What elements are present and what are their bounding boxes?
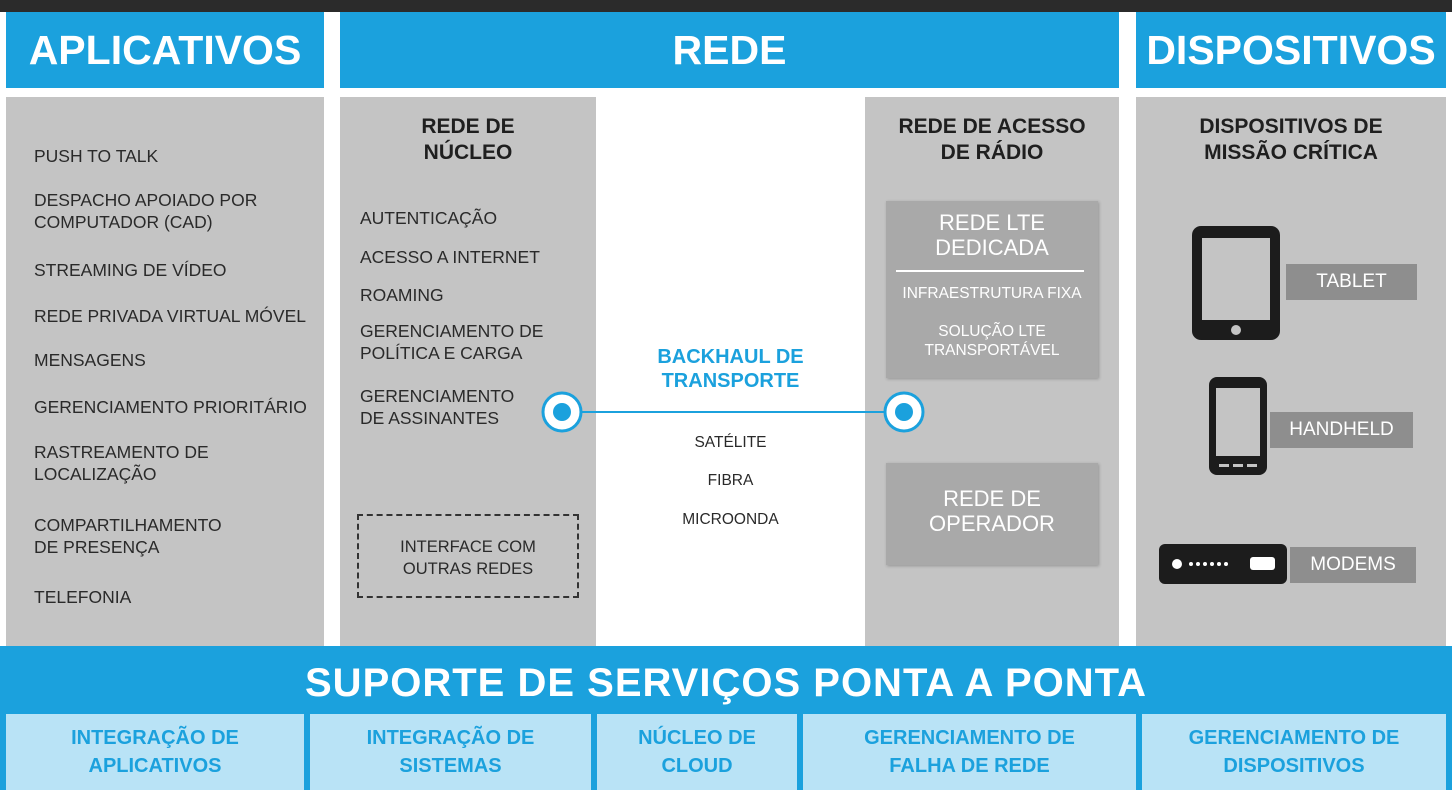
- nucleo-item: ROAMING: [360, 285, 444, 305]
- top-bar: [0, 0, 1452, 12]
- backhaul-node-right-dot: [895, 403, 913, 421]
- backhaul-item: FIBRA: [707, 472, 754, 489]
- lte-transp-label: SOLUÇÃO LTE TRANSPORTÁVEL: [924, 323, 1060, 359]
- nucleo-title: REDE DE NÚCLEO: [421, 115, 515, 164]
- footer-title: SUPORTE DE SERVIÇOS PONTA A PONTA: [305, 660, 1147, 705]
- footer-cell: GERENCIAMENTO DE DISPOSITIVOS: [1142, 714, 1446, 790]
- app-item: STREAMING DE VÍDEO: [34, 260, 227, 280]
- header-rede: REDE: [340, 12, 1119, 88]
- operador-label: REDE DE OPERADOR: [929, 486, 1055, 536]
- header-dispositivos: DISPOSITIVOS: [1136, 12, 1446, 88]
- backhaul-link: [541, 391, 925, 433]
- app-item: REDE PRIVADA VIRTUAL MÓVEL: [34, 306, 306, 326]
- header-aplicativos: APLICATIVOS: [6, 12, 324, 88]
- tablet-icon: [1192, 226, 1280, 340]
- operador-box: [886, 463, 1098, 565]
- nucleo-item: AUTENTICAÇÃO: [360, 208, 498, 228]
- interface-box: [357, 514, 579, 598]
- app-item: GERENCIAMENTO PRIORITÁRIO: [34, 397, 307, 417]
- nucleo-item: GERENCIAMENTO DE ASSINANTES: [360, 386, 515, 428]
- backhaul-node-left-dot: [553, 403, 571, 421]
- lte-dedicada-title: REDE LTE DEDICADA: [935, 210, 1049, 260]
- dispositivos-title: DISPOSITIVOS DE MISSÃO CRÍTICA: [1199, 115, 1383, 164]
- aplicativos-panel: [6, 97, 324, 646]
- acesso-title: REDE DE ACESSO DE RÁDIO: [898, 115, 1086, 164]
- lte-dedicada-box: [886, 201, 1098, 378]
- app-item: RASTREAMENTO DE LOCALIZAÇÃO: [34, 442, 209, 484]
- nucleo-item: ACESSO A INTERNET: [360, 247, 540, 267]
- app-item: PUSH TO TALK: [34, 146, 159, 166]
- interface-label: INTERFACE COM OUTRAS REDES: [400, 538, 536, 578]
- footer-cell: INTEGRAÇÃO DE APLICATIVOS: [6, 714, 304, 790]
- tablet-label: TABLET: [1286, 264, 1417, 300]
- footer-cell: NÚCLEO DE CLOUD: [597, 714, 797, 790]
- app-item: COMPARTILHAMENTO DE PRESENÇA: [34, 515, 222, 557]
- nucleo-panel: [340, 97, 596, 646]
- modem-icon: [1159, 544, 1287, 584]
- app-item: DESPACHO APOIADO POR COMPUTADOR (CAD): [34, 190, 258, 232]
- backhaul-item: MICROONDA: [682, 511, 779, 528]
- footer-cell: INTEGRAÇÃO DE SISTEMAS: [310, 714, 591, 790]
- nucleo-item: GERENCIAMENTO DE POLÍTICA E CARGA: [360, 321, 544, 363]
- app-item: TELEFONIA: [34, 587, 132, 607]
- lte-divider: [896, 270, 1084, 272]
- handheld-icon: [1209, 377, 1267, 475]
- backhaul-title: BACKHAUL DE TRANSPORTE: [657, 346, 804, 392]
- modems-label: MODEMS: [1290, 547, 1416, 583]
- lte-fixa-label: INFRAESTRUTURA FIXA: [902, 285, 1082, 302]
- backhaul-item: SATÉLITE: [694, 434, 767, 451]
- app-item: MENSAGENS: [34, 350, 146, 370]
- handheld-label: HANDHELD: [1270, 412, 1413, 448]
- footer-cell: GERENCIAMENTO DE FALHA DE REDE: [803, 714, 1136, 790]
